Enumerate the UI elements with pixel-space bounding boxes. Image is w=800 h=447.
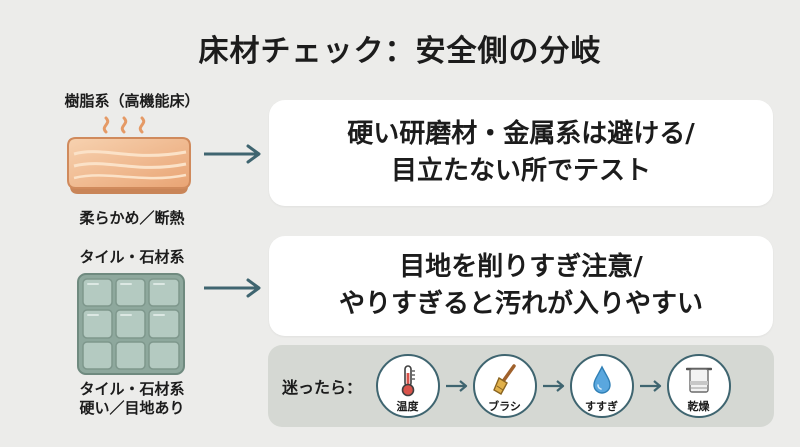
tile-advice-line-2: やりすぎると汚れが入りやすい <box>338 289 703 319</box>
resin-arrow-icon <box>204 144 261 164</box>
towel-icon <box>686 367 712 393</box>
step-arrow-icon <box>640 380 662 392</box>
step-dry-label: 乾燥 <box>687 400 710 413</box>
step-arrow-icon <box>446 380 468 392</box>
brush-icon <box>493 364 516 395</box>
water-drop-icon <box>593 365 611 394</box>
page-title: 床材チェック：安全側の分岐 <box>198 34 602 69</box>
step-temperature-label: 温度 <box>396 400 419 413</box>
tile-advice-line-1: 目地を削りすぎ注意/ <box>399 252 643 283</box>
steps-label: 迷ったら： <box>282 378 363 397</box>
tile-floor-icon <box>77 273 185 375</box>
tile-caption-line-1: タイル・石材系 <box>79 380 185 398</box>
tile-arrow-icon <box>204 278 261 298</box>
tile-heading: タイル・石材系 <box>79 248 185 266</box>
step-brush: ブラシ <box>473 354 537 418</box>
resin-advice-card: 硬い研磨材・金属系は避ける/ 目立たない所でテスト <box>269 100 773 206</box>
resin-floor-icon <box>67 116 191 194</box>
step-rinse: すすぎ <box>570 354 634 418</box>
resin-heading: 樹脂系（高機能床） <box>64 92 200 110</box>
step-brush-label: ブラシ <box>488 400 521 413</box>
tile-caption: タイル・石材系 硬い／目地あり <box>42 380 222 418</box>
step-rinse-label: すすぎ <box>585 400 618 413</box>
fallback-steps-panel: 迷ったら： 温度 ブラシ すすぎ <box>268 345 774 427</box>
step-dry: 乾燥 <box>667 354 731 418</box>
thermometer-icon <box>401 365 415 397</box>
resin-caption: 柔らかめ／断熱 <box>79 209 185 227</box>
resin-advice-line-1: 硬い研磨材・金属系は避ける/ <box>347 119 695 150</box>
resin-advice-line-2: 目立たない所でテスト <box>390 156 651 186</box>
step-temperature: 温度 <box>376 354 440 418</box>
tile-caption-line-2: 硬い／目地あり <box>79 398 185 417</box>
step-arrow-icon <box>543 380 565 392</box>
tile-advice-card: 目地を削りすぎ注意/ やりすぎると汚れが入りやすい <box>269 236 773 336</box>
